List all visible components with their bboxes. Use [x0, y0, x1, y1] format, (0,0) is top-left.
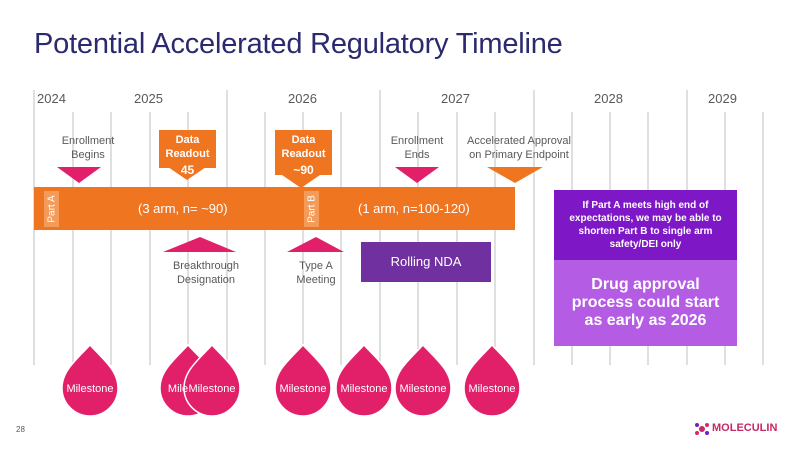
milestone-drop-6 [394, 343, 452, 417]
year-2027: 2027 [441, 91, 470, 106]
part-b-label: Part B [306, 195, 317, 223]
readout-1-title: Data Readout [165, 134, 210, 160]
label-breakthrough: Breakthrough Designation [172, 260, 240, 286]
milestone-label-2: Mile [168, 383, 188, 395]
milestone-label-7: Milestone [468, 383, 515, 395]
logo-text: MOLECULIN [712, 422, 778, 434]
milestone-drop-3 [183, 343, 241, 417]
milestone-label-5: Milestone [340, 383, 387, 395]
triangle-readout-1 [168, 167, 206, 180]
milestone-label-3: Milestone [188, 383, 235, 395]
milestone-label-1: Milestone [66, 383, 113, 395]
triangle-enrollment-ends [395, 167, 439, 183]
readout-2-value: ~90 [293, 163, 314, 177]
label-type-a: Type A Meeting [296, 260, 336, 286]
readout-1-value: 45 [180, 163, 195, 177]
milestone-drop-4 [274, 343, 332, 417]
callout-part-a: If Part A meets high end of expectations… [554, 190, 737, 260]
year-2026: 2026 [288, 91, 317, 106]
page-number: 28 [16, 425, 25, 434]
part-a-text: (3 arm, n= ~90) [138, 201, 228, 216]
callout-approval-text: Drug approval process could start as ear… [571, 276, 720, 329]
trial-bar [34, 187, 515, 230]
milestone-drop-1 [61, 343, 119, 417]
part-b-text: (1 arm, n=100-120) [358, 201, 470, 216]
part-a-label: Part A [46, 195, 57, 223]
label-enrollment-ends: Enrollment Ends [390, 135, 444, 161]
year-2029: 2029 [708, 91, 737, 106]
milestone-drop-7 [463, 343, 521, 417]
callout-part-a-text: If Part A meets high end of expectations… [569, 200, 722, 250]
readout-2-title: Data Readout [281, 134, 326, 160]
callout-approval: Drug approval process could start as ear… [554, 260, 737, 346]
part-b-tag: Part B [304, 191, 319, 227]
label-accelerated-approval: Accelerated Approval on Primary Endpoint [467, 135, 571, 161]
label-enrollment-begins: Enrollment Begins [61, 135, 115, 161]
page-title: Potential Accelerated Regulatory Timelin… [34, 28, 563, 60]
milestone-label-4: Milestone [279, 383, 326, 395]
moleculin-logo: MOLECULIN [694, 418, 794, 440]
triangle-type-a [287, 237, 344, 252]
triangle-enrollment-begins [57, 167, 101, 183]
readout-box-1: Data Readout [159, 130, 216, 168]
triangle-breakthrough [163, 237, 236, 252]
triangle-accelerated-approval [487, 167, 543, 183]
rolling-nda-box: Rolling NDA [361, 242, 491, 282]
milestone-drop-5 [335, 343, 393, 417]
molecule-icon [695, 423, 709, 435]
readout-box-2: Data Readout [275, 130, 332, 175]
milestone-label-6: Milestone [399, 383, 446, 395]
year-2025: 2025 [134, 91, 163, 106]
triangle-readout-2 [282, 175, 320, 188]
year-2028: 2028 [594, 91, 623, 106]
part-a-tag: Part A [44, 191, 59, 227]
year-2024: 2024 [37, 91, 66, 106]
